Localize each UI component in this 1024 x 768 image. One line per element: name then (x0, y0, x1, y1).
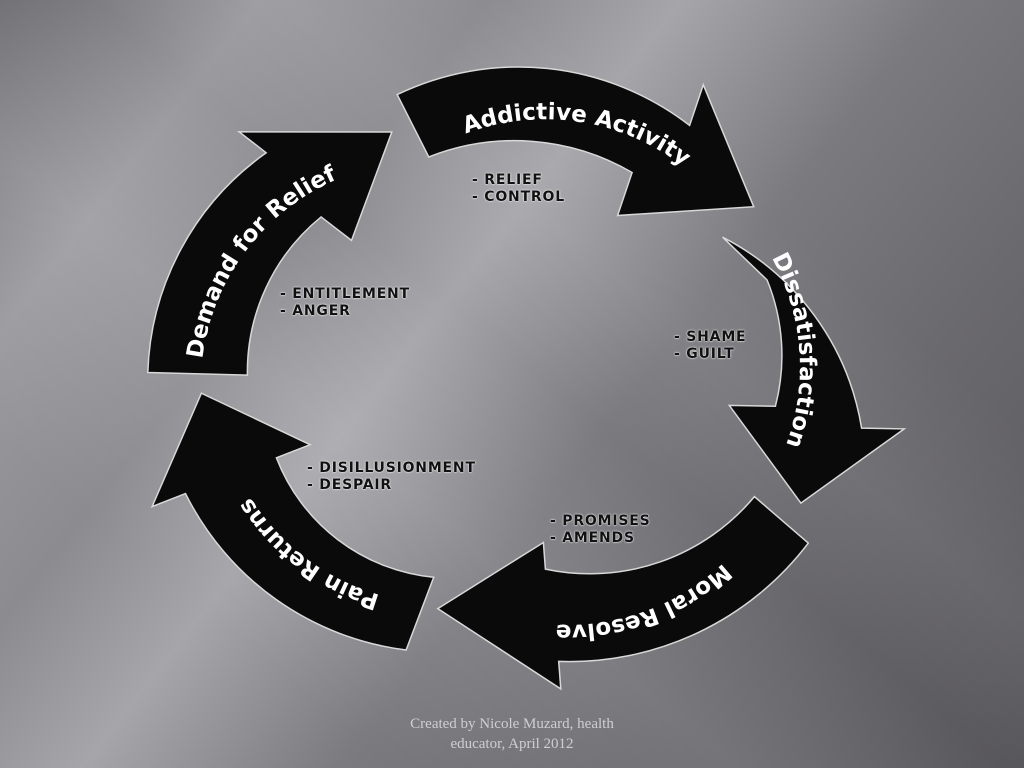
note-despair: - DESPAIR (307, 477, 392, 493)
notes-moral-resolve: - PROMISES - AMENDS (550, 513, 651, 547)
arrow-addictive-activity: Addictive Activity (396, 66, 755, 217)
arrow-dissatisfaction: Dissatisfaction (722, 236, 907, 505)
note-promises: - PROMISES (550, 513, 651, 529)
note-control: - CONTROL (472, 189, 565, 205)
note-guilt: - GUILT (674, 346, 735, 362)
arrow-pain-returns: Pain Returns (150, 392, 435, 651)
credit-line-1: Created by Nicole Muzard, health (410, 716, 614, 732)
note-shame: - SHAME (674, 329, 747, 345)
note-relief: - RELIEF (472, 172, 543, 188)
notes-addictive-activity: - RELIEF - CONTROL (472, 172, 565, 206)
credit-text: Created by Nicole Muzard, health educato… (0, 714, 1024, 754)
arrow-demand-for-relief: Demand for Relief (147, 131, 393, 376)
credit-line-2: educator, April 2012 (450, 736, 574, 752)
note-entitlement: - ENTITLEMENT (280, 286, 410, 302)
notes-dissatisfaction: - SHAME - GUILT (674, 329, 746, 363)
note-anger: - ANGER (280, 303, 351, 319)
note-amends: - AMENDS (550, 530, 635, 546)
note-disillusionment: - DISILLUSIONMENT (307, 460, 476, 476)
notes-pain-returns: - DISILLUSIONMENT - DESPAIR (307, 460, 476, 494)
notes-demand-for-relief: - ENTITLEMENT - ANGER (280, 286, 410, 320)
